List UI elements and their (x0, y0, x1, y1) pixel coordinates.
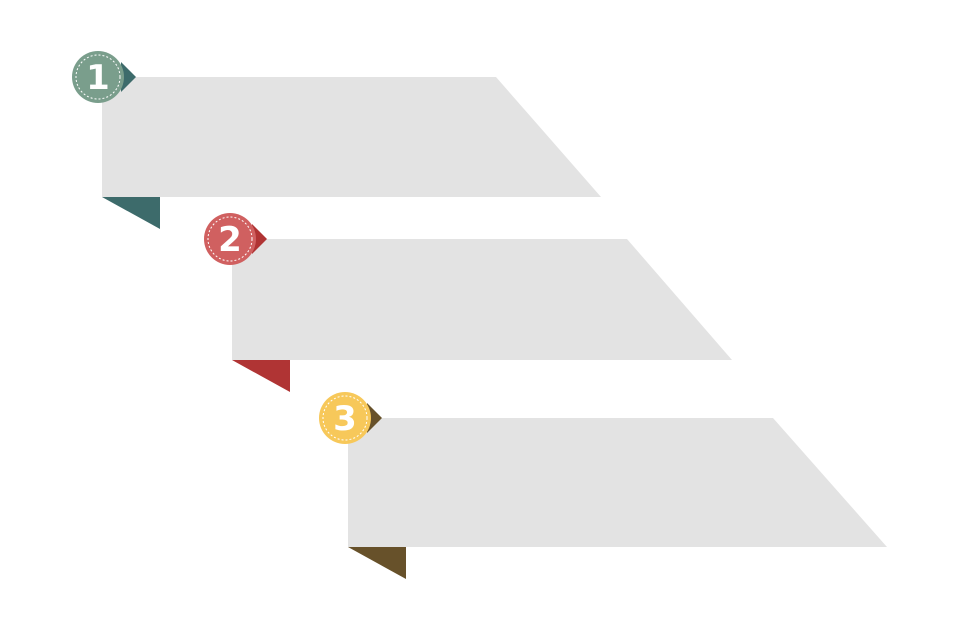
step-2-number: 2 (218, 220, 242, 260)
step-2-badge-pointer (252, 224, 267, 254)
step-1-fold-tab (102, 197, 160, 229)
step-1-badge-stitch (75, 54, 121, 100)
step-1: 1 (72, 51, 601, 229)
step-1-panel (102, 77, 601, 197)
step-2: 2 (204, 213, 732, 392)
step-3-number: 3 (333, 399, 357, 439)
step-2-badge (204, 213, 256, 265)
step-3-badge-stitch (322, 395, 368, 441)
step-3-badge-pointer (367, 403, 382, 433)
step-1-number: 1 (86, 58, 110, 98)
step-1-badge (72, 51, 124, 103)
step-3: 3 (319, 392, 887, 579)
step-3-panel (348, 418, 887, 547)
step-3-fold-tab (348, 547, 406, 579)
step-2-panel (232, 239, 732, 360)
step-2-badge-stitch (207, 216, 253, 262)
step-2-fold-tab (232, 360, 290, 392)
step-3-badge (319, 392, 371, 444)
step-1-badge-pointer (121, 62, 136, 92)
